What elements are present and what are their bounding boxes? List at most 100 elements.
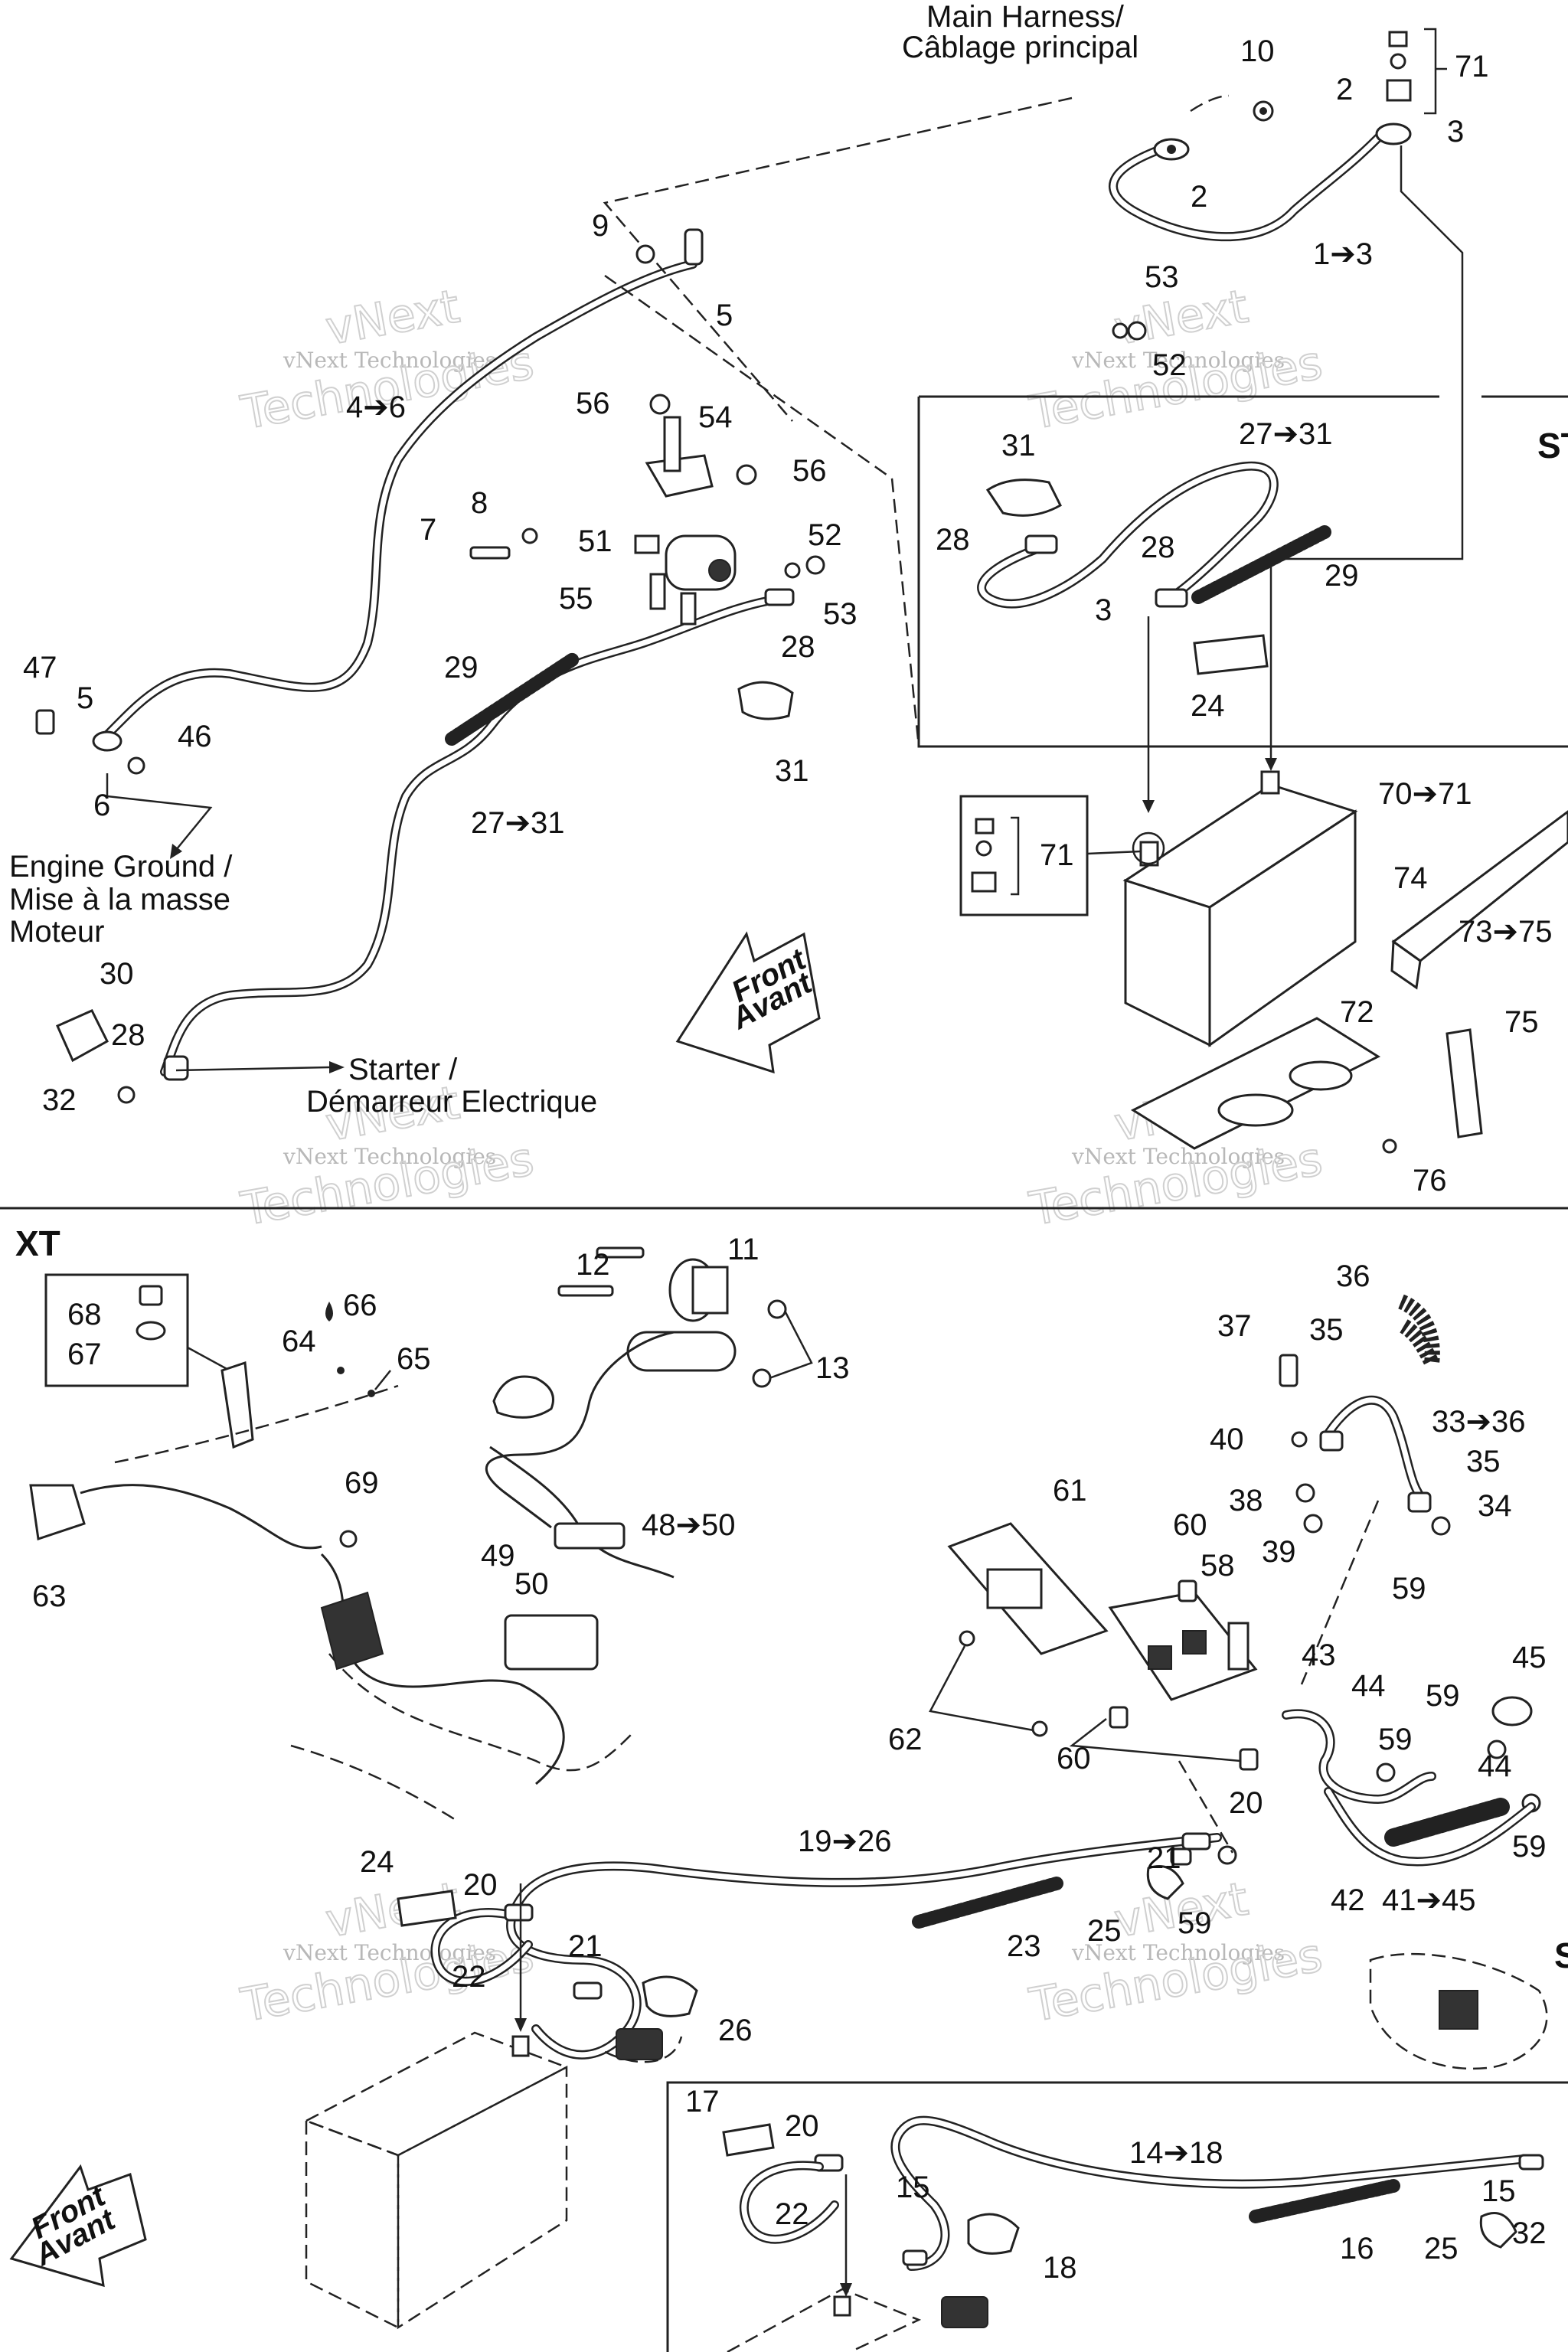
callout: 60	[1057, 1742, 1091, 1775]
callout: 68	[67, 1298, 102, 1331]
callout: 44	[1351, 1669, 1386, 1703]
callout: 32	[1512, 2216, 1547, 2250]
part-45-boot	[1491, 1696, 1533, 1726]
callout: 17	[685, 2085, 720, 2118]
part-28-terminal	[163, 534, 1188, 1081]
part-62-screw	[959, 1630, 1048, 1737]
main-harness-label: Main Harness/	[926, 0, 1125, 34]
section-label-xt: XT	[15, 1223, 60, 1263]
callout: 19➔26	[798, 1824, 892, 1858]
callout: 3	[1095, 593, 1112, 627]
callout: 71	[1455, 50, 1489, 83]
callout: 21	[568, 1929, 603, 1963]
part-18-boot	[967, 2213, 1020, 2255]
starter-leader	[175, 1066, 330, 1072]
part-24-boot-lower	[397, 1890, 457, 1927]
cable-1-3	[1109, 133, 1383, 242]
callout: 61	[1053, 1474, 1087, 1508]
callout: 15	[1481, 2174, 1516, 2208]
callout: 20	[1229, 1786, 1263, 1820]
callout: 52	[808, 518, 842, 552]
part-31-boot	[737, 479, 1062, 720]
callout: 71	[1040, 838, 1074, 872]
part-66-65	[325, 1302, 375, 1397]
callout: 59	[1378, 1723, 1413, 1756]
section-label-s: S	[1554, 1936, 1568, 1975]
callout: 4➔6	[346, 390, 406, 424]
callouts-top: 10 71 2 3 2 1➔3 9 5 53 52 4➔6 56 54 56 3…	[23, 34, 1553, 1197]
callout: 50	[514, 1567, 549, 1601]
callout: 24	[1191, 689, 1225, 723]
callout: 64	[282, 1325, 316, 1358]
part-5-6-terminal	[92, 730, 122, 752]
callout: 74	[1393, 861, 1428, 895]
part-69-clip	[339, 1530, 358, 1548]
part-26-boot	[642, 1975, 698, 2017]
arrowhead	[840, 2283, 852, 2297]
part-68-67-box	[44, 1273, 230, 1387]
callout: 23	[1007, 1929, 1041, 1963]
engine-assembly-s	[1369, 1952, 1548, 2070]
watermark-outline: vNext	[322, 279, 463, 355]
callout: 29	[444, 651, 479, 684]
part-32-nut	[117, 1086, 136, 1104]
callout: 35	[1466, 1445, 1501, 1478]
callout: 59	[1178, 1906, 1212, 1940]
callout: 58	[1200, 1549, 1235, 1583]
terminal-highlight	[1132, 831, 1165, 865]
callout: 29	[1325, 559, 1359, 593]
callout: 73➔75	[1459, 915, 1553, 949]
watermark-text: vNext Technologies	[283, 348, 496, 373]
part-12-bolt	[557, 1246, 645, 1297]
part-52-washer	[784, 322, 1129, 579]
callout: 28	[936, 523, 970, 557]
callout: 56	[576, 387, 610, 420]
callout: 14➔18	[1129, 2136, 1223, 2170]
callout: 9	[592, 209, 609, 243]
part-71-bolt	[1386, 31, 1412, 102]
part-63-sensor	[29, 1484, 322, 1550]
part-53-nut	[805, 321, 1147, 575]
part-30-boot	[56, 1009, 109, 1063]
callout: 72	[1340, 995, 1374, 1029]
cable-27-31-st	[977, 461, 1279, 609]
callout: 60	[1173, 1508, 1207, 1542]
arrowhead	[514, 2018, 527, 2032]
callout: 27➔31	[471, 806, 565, 840]
callout: 62	[888, 1723, 923, 1756]
callout: 40	[1210, 1423, 1244, 1456]
part-58-relay	[1108, 1591, 1258, 1701]
callout: 31	[775, 754, 809, 788]
callout: 65	[397, 1342, 431, 1376]
cable-19-26	[506, 1833, 1222, 2060]
main-harness-label: Câblage principal	[902, 31, 1138, 64]
callout: 10	[1240, 34, 1275, 68]
callout: 67	[67, 1338, 102, 1371]
part-2-terminal-right	[1375, 122, 1412, 145]
callout: 30	[100, 957, 134, 991]
part-64-bracket	[114, 1361, 399, 1464]
part-72-tray	[1130, 1017, 1381, 1150]
part-76-screw	[1382, 1138, 1397, 1154]
callout: 3	[1447, 115, 1464, 149]
callout: 70➔71	[1378, 777, 1472, 811]
callout: 20	[463, 1868, 498, 1902]
watermark-text: vNext Technologies	[283, 1940, 496, 1965]
part-13-nut	[752, 1299, 787, 1388]
battery-xt	[303, 2031, 570, 2330]
cable-22-xt	[430, 1908, 533, 1986]
callout: 43	[1302, 1638, 1336, 1672]
part-71-box	[959, 795, 1142, 916]
part-35-terminal	[1319, 1430, 1432, 1513]
starter-motor-xt	[604, 2028, 683, 2063]
callout: 27➔31	[1239, 417, 1333, 451]
callout: 35	[1309, 1313, 1344, 1347]
callout: 5	[716, 299, 733, 332]
callout: 47	[23, 651, 57, 684]
callout: 18	[1043, 2251, 1077, 2285]
callout: 1➔3	[1313, 237, 1373, 271]
part-7-bolt	[469, 546, 511, 560]
callout: 22	[452, 1960, 486, 1994]
part-9-nut	[635, 244, 655, 264]
arrowhead	[329, 1061, 345, 1073]
